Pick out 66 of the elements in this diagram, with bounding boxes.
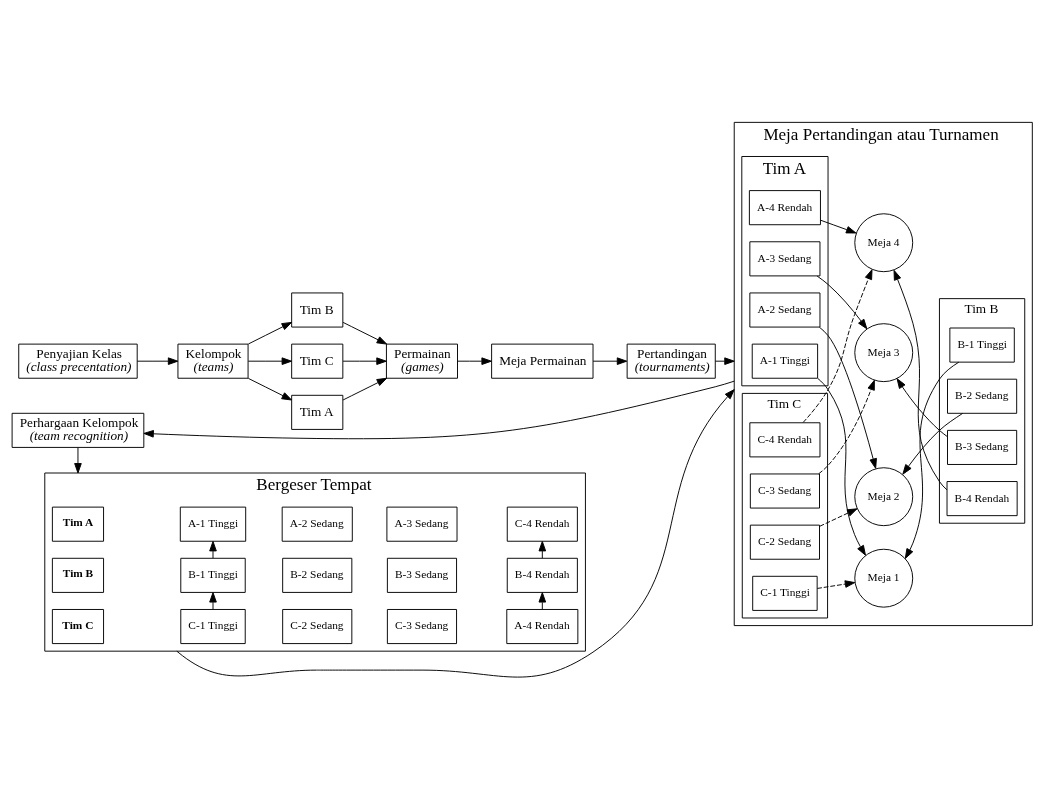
node-box: Penyajian Kelas (class precentation) [18,343,138,379]
arrow [136,357,179,365]
node-circle: Meja 2 [854,467,914,527]
node-box: C-4 Rendah [506,506,578,542]
node-box: A-2 Sedang [749,292,821,328]
arrow [342,357,387,365]
node-box: Pertandingan (tournaments) [626,343,716,379]
node-box: Tim B [51,557,105,593]
node-box: B-1 Tinggi [949,327,1015,363]
arrow [902,412,964,475]
node-box: Perhargaan Kelompok (team recognition) [11,412,145,448]
node-box: Tim A [291,394,344,430]
arrow [143,380,735,440]
arrow [342,377,388,401]
arrow [820,219,857,234]
arrow [209,540,217,559]
arrow [816,580,856,589]
arrow [893,269,948,491]
node-box: A-1 Tinggi [751,343,819,379]
node-box: C-1 Tinggi [180,609,246,645]
arrow [247,357,293,365]
arrow [817,378,866,556]
node-box: C-4 Rendah [749,422,821,458]
node-box: C-1 Tinggi [752,575,818,611]
node-box: Tim A [51,506,105,542]
arrow [816,275,868,330]
arrow [818,379,875,475]
node-box: B-4 Rendah [946,481,1018,517]
node-box: B-1 Tinggi [180,557,246,593]
node-box: B-2 Sedang [947,378,1018,414]
arrow [247,377,293,401]
arrow [802,269,873,423]
node-box: B-3 Sedang [947,429,1018,465]
node-box: Tim C [51,609,105,645]
arrow [896,378,948,437]
arrow [714,357,735,365]
node-box: B-4 Rendah [506,557,578,593]
arrow [74,447,82,474]
arrow [819,508,858,527]
arrow [819,326,877,469]
node-box: A-1 Tinggi [179,506,247,542]
node-box: Kelompok (teams) [177,343,249,379]
node-box: A-3 Sedang [386,506,458,542]
arrow [904,361,960,559]
node-box: Tim C [291,343,344,379]
node-box: C-3 Sedang [386,609,458,645]
node-box: Meja Permainan [491,343,594,379]
node-box: A-4 Rendah [506,609,579,645]
node-box: A-3 Sedang [749,241,821,277]
arrow [342,321,388,345]
arrow [209,592,217,610]
arrow [457,357,492,365]
node-circle: Meja 3 [854,323,914,383]
node-circle: Meja 4 [854,213,914,273]
arrow [176,389,735,678]
node-box: B-2 Sedang [282,557,353,593]
node-box: B-3 Sedang [386,557,458,593]
node-box: Permainan (games) [385,343,458,379]
arrow [247,321,293,345]
node-box: Tim B [291,292,344,328]
arrow [592,357,628,365]
node-box: C-3 Sedang [749,473,820,509]
node-box: C-2 Sedang [749,524,820,560]
node-box: A-2 Sedang [281,506,353,542]
node-box: A-4 Rendah [748,190,821,226]
node-box: C-2 Sedang [282,609,353,645]
